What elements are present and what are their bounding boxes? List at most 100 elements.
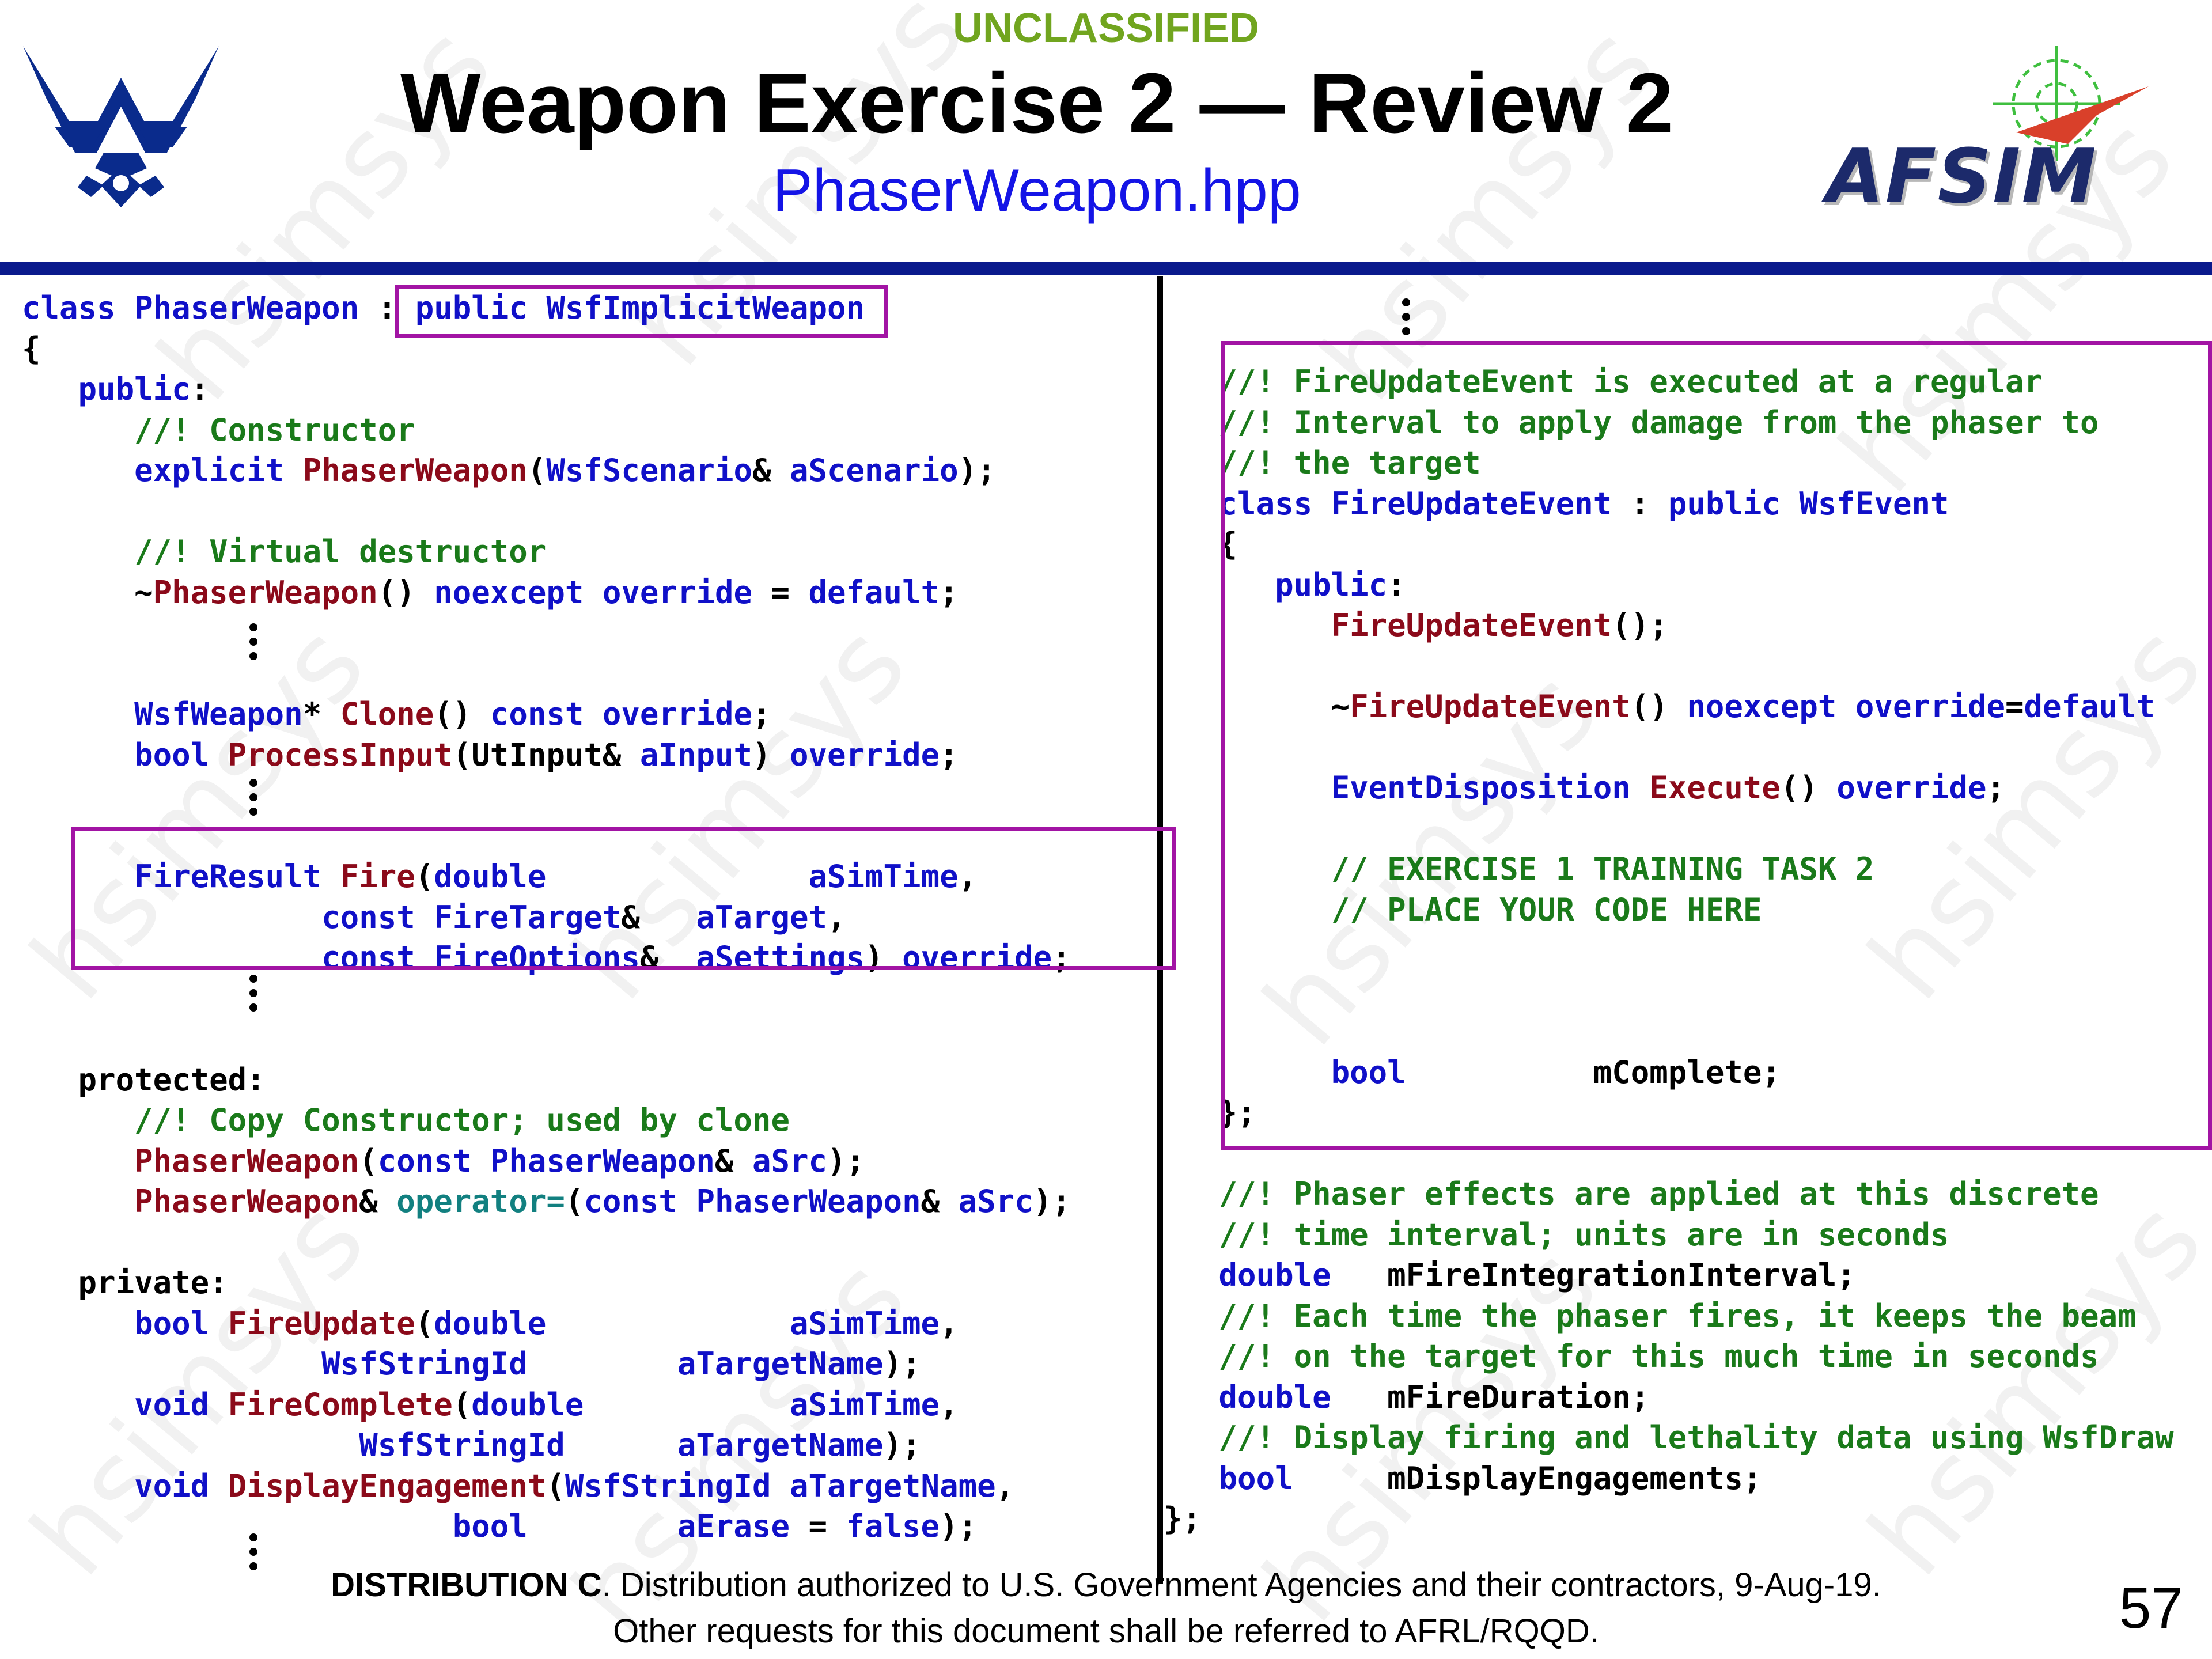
code-token: private: [78, 1264, 210, 1301]
code-token: noexcept override: [1687, 688, 2006, 725]
ellipsis-icon: [249, 1533, 257, 1577]
code-token: mFireIntegrationInterval: [1387, 1257, 1837, 1293]
afsim-logo: AFSIM: [1826, 46, 2172, 220]
code-token: Clone: [340, 696, 434, 732]
code-token: const: [490, 696, 584, 732]
code-token: PhaserWeapon: [134, 1183, 359, 1219]
code-token: FireUpdateEvent: [1331, 607, 1612, 643]
code-token: Fire: [340, 858, 415, 895]
code-token: bool: [134, 1305, 210, 1342]
distribution-footer: DISTRIBUTION C. Distribution authorized …: [0, 1562, 2212, 1654]
code-token: default: [808, 574, 940, 611]
code-token: override: [602, 696, 752, 732]
ellipsis-icon: [1402, 298, 1410, 342]
column-divider: [1157, 276, 1163, 1584]
code-token: class: [22, 290, 116, 326]
code-token: //! Interval to apply damage from the ph…: [1218, 404, 2099, 441]
code-token: //! Virtual destructor: [134, 533, 547, 570]
code-token: false: [846, 1508, 940, 1544]
header-bar: [0, 262, 2212, 275]
code-token: override: [1836, 770, 1987, 806]
code-token: FireComplete: [228, 1386, 453, 1423]
code-token: noexcept: [434, 574, 584, 611]
code-token: default: [2024, 688, 2156, 725]
code-token: UtInput: [471, 736, 603, 773]
code-token: class FireUpdateEvent: [1218, 485, 1612, 522]
ellipsis-icon: [249, 975, 257, 1018]
code-token: operator=: [396, 1183, 565, 1219]
code-token: FireTarget: [434, 899, 622, 935]
code-token: WsfStringId: [565, 1467, 771, 1504]
code-token: // PLACE YOUR CODE HERE: [1331, 891, 1762, 928]
code-token: aSimTime: [808, 858, 959, 895]
footer-line-2: Other requests for this document shall b…: [613, 1612, 1599, 1650]
code-token: //! on the target for this much time in …: [1218, 1338, 2099, 1374]
code-token: ProcessInput: [228, 736, 453, 773]
code-token: WsfStringId: [321, 1346, 528, 1382]
code-token: double: [434, 858, 547, 895]
code-token: //! Each time the phaser fires, it keeps…: [1218, 1297, 2137, 1334]
code-token: bool: [134, 736, 210, 773]
code-token: mFireDuration: [1387, 1378, 1631, 1415]
code-token: WsfWeapon: [134, 696, 303, 732]
code-token: bool: [452, 1508, 528, 1544]
code-token: //! Copy Constructor; used by clone: [134, 1102, 790, 1138]
code-token: FireUpdate: [228, 1305, 415, 1342]
code-token: aTargetName: [677, 1427, 884, 1463]
afsim-logo-text: AFSIM: [1826, 132, 2097, 220]
fire-method-highlight-box: [71, 827, 1176, 970]
code-token: aTarget: [696, 899, 827, 935]
code-token: double: [434, 1305, 547, 1342]
code-token: void: [134, 1467, 210, 1504]
code-token: //! FireUpdateEvent is executed at a reg…: [1218, 363, 2043, 400]
code-token: aTargetName: [789, 1467, 996, 1504]
code-token: protected: [78, 1061, 247, 1098]
code-token: //! Phaser effects are applied at this d…: [1218, 1176, 2099, 1212]
code-token: PhaserWeapon: [153, 574, 378, 611]
code-token: PhaserWeapon: [302, 452, 528, 488]
footer-line-1: DISTRIBUTION C. Distribution authorized …: [0, 1562, 2212, 1608]
code-token: //! time interval; units are in seconds: [1218, 1216, 1949, 1253]
code-token: aSimTime: [790, 1386, 940, 1423]
code-token: void: [134, 1386, 210, 1423]
code-token: aSrc: [752, 1142, 828, 1179]
code-token: override: [602, 574, 752, 611]
code-token: aErase: [677, 1508, 790, 1544]
fire-update-event-highlight-box: [1221, 341, 2212, 1150]
code-token: aSimTime: [789, 1305, 940, 1342]
code-token: public WsfEvent: [1668, 485, 1949, 522]
classification-banner: UNCLASSIFIED: [952, 5, 1260, 51]
code-token: const: [584, 1183, 677, 1219]
class-closing-brace: };: [1164, 1501, 1202, 1537]
footer-text: . Distribution authorized to U.S. Govern…: [601, 1566, 1881, 1604]
code-right-column: //! FireUpdateEvent is executed at a reg…: [1218, 363, 2174, 1497]
code-token: public: [78, 371, 191, 407]
page-subtitle: PhaserWeapon.hpp: [772, 157, 1301, 224]
crosshair-icon: [1993, 46, 2149, 161]
code-token: aScenario: [790, 452, 959, 488]
code-token: const: [377, 1142, 472, 1179]
page-number: 57: [2119, 1576, 2183, 1641]
code-token: // EXERCISE 1 TRAINING TASK 2: [1331, 851, 1874, 887]
code-token: mComplete: [1593, 1054, 1762, 1090]
code-token: WsfScenario: [546, 452, 752, 488]
code-token: PhaserWeapon: [134, 290, 359, 326]
code-token: FireUpdateEvent: [1350, 688, 1631, 725]
code-token: double: [471, 1386, 584, 1423]
code-token: const: [321, 899, 415, 935]
code-token: aSrc: [958, 1183, 1033, 1219]
code-token: Execute: [1649, 770, 1781, 806]
code-token: explicit: [134, 452, 285, 488]
code-token: WsfStringId: [359, 1427, 565, 1463]
code-token: public: [1275, 566, 1388, 603]
code-token: FireResult: [134, 858, 322, 895]
code-token: //! the target: [1218, 445, 1481, 481]
code-token: PhaserWeapon: [134, 1142, 359, 1179]
code-token: aTargetName: [677, 1346, 884, 1382]
air-force-wing-logo: [23, 46, 219, 207]
code-token: //! Constructor: [134, 411, 415, 448]
ellipsis-icon: [249, 623, 257, 666]
code-token: PhaserWeapon: [490, 1142, 715, 1179]
code-token: EventDisposition: [1331, 770, 1631, 806]
code-token: double: [1218, 1378, 1331, 1415]
